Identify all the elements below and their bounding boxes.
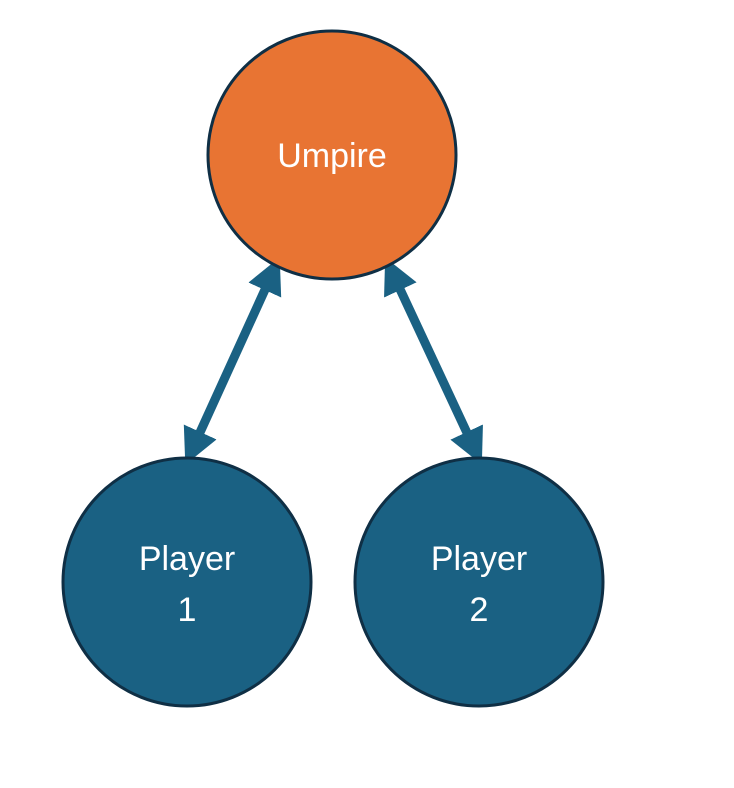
player1-label-line2: 1 bbox=[178, 591, 197, 629]
player1-node: Player 1 bbox=[61, 456, 313, 708]
player1-circle bbox=[61, 456, 313, 708]
player1-label-line1: Player bbox=[139, 540, 235, 578]
player2-label-line1: Player bbox=[431, 540, 527, 578]
umpire-node: Umpire bbox=[206, 29, 458, 281]
umpire-circle bbox=[206, 29, 458, 281]
edge-umpire-player1 bbox=[183, 257, 282, 465]
umpire-label: Umpire bbox=[277, 137, 387, 175]
player2-circle bbox=[353, 456, 605, 708]
edge-umpire-player2 bbox=[384, 257, 483, 465]
player2-label-line2: 2 bbox=[470, 591, 489, 629]
player2-node: Player 2 bbox=[353, 456, 605, 708]
